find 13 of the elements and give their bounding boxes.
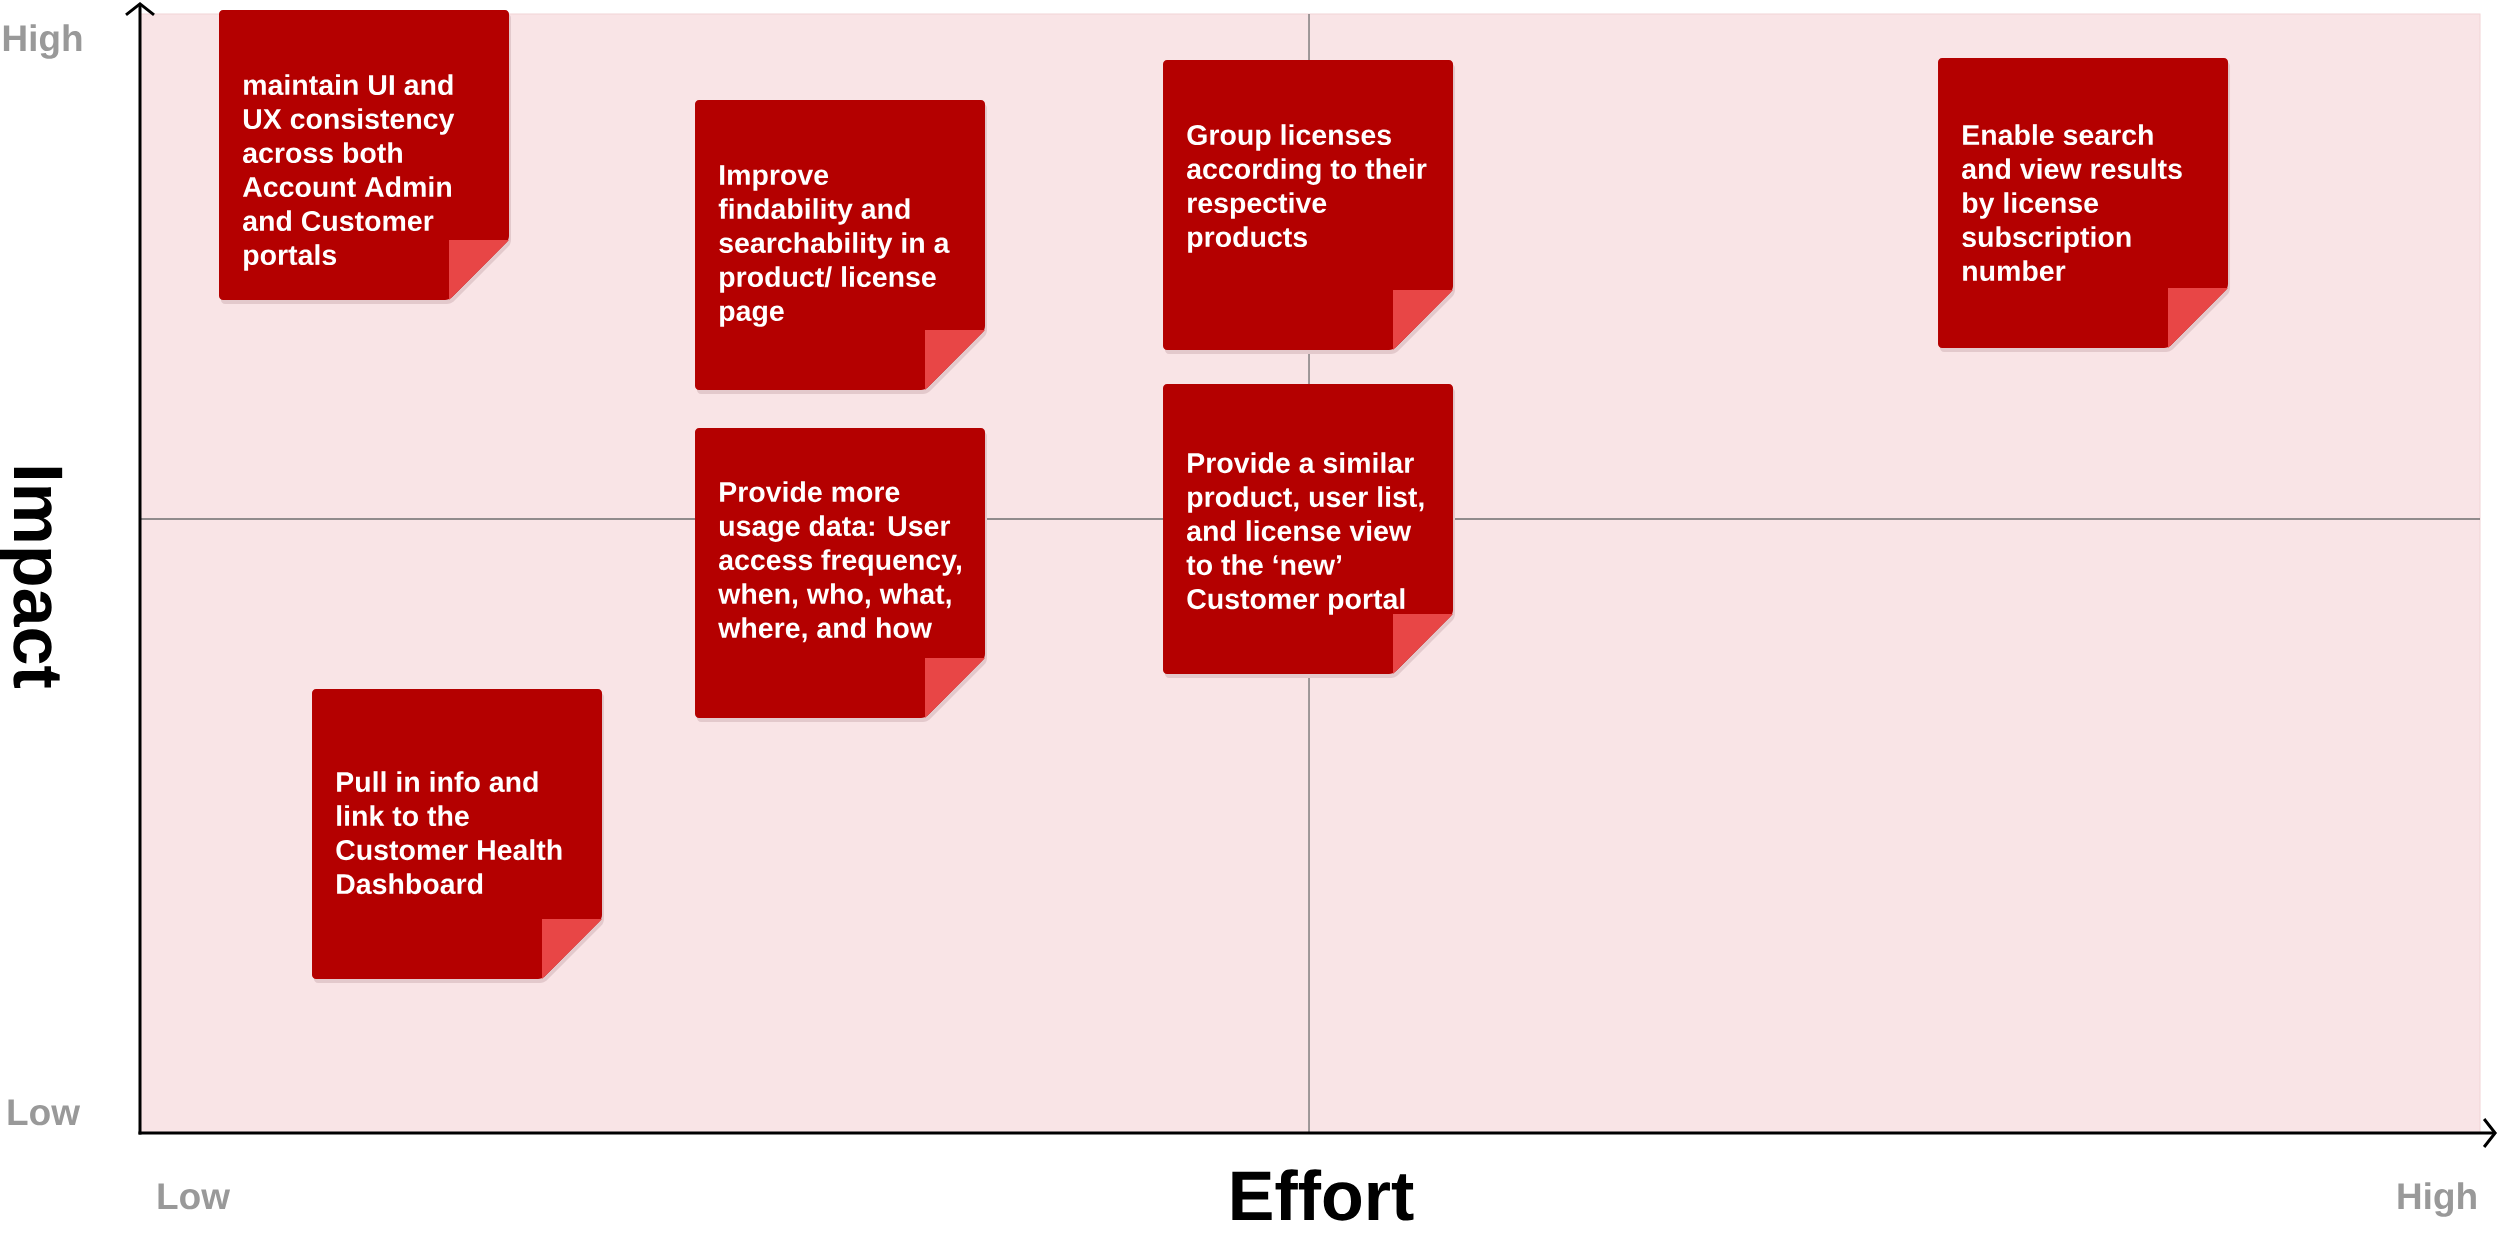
sticky-note: Enable search and view results by license subscription number xyxy=(1938,58,2231,352)
sticky-note: Provide a similar product, user list, and license view to the ‘new’ Customer portal xyxy=(1163,384,1455,678)
sticky-note: Improve findability and searchability in a product/ license page xyxy=(695,100,987,394)
axis-label: Low xyxy=(8,1099,81,1126)
sticky-note: Provide more usage data: User access frequency, when, who, what, where, and how xyxy=(695,428,987,722)
axis-label: Low xyxy=(158,1183,231,1210)
axis-title: Impact xyxy=(0,467,63,688)
axis-label: High xyxy=(2398,1182,2476,1217)
axis-title: Effort xyxy=(1232,1169,1414,1221)
sticky-note: Pull in info and link to the Customer Health Dashboard xyxy=(312,689,604,983)
sticky-note: maintain UI and UX consistency across both Account Admin and Customer portals xyxy=(219,10,511,304)
axis-label: High xyxy=(3,24,82,59)
sticky-note: Group licenses according to their respective products xyxy=(1163,60,1455,354)
